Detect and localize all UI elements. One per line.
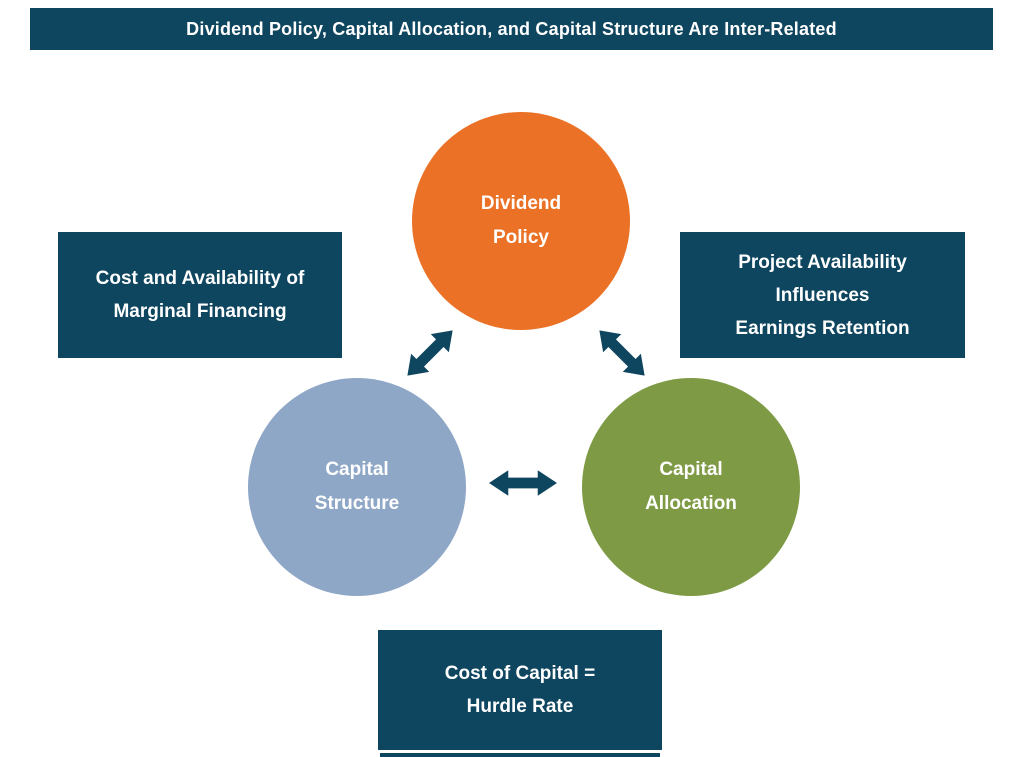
label-line: Allocation (645, 493, 737, 514)
box-line: Earnings Retention (735, 317, 910, 339)
dividend-structure-double-arrow-icon (396, 319, 464, 387)
diagram-title: Dividend Policy, Capital Allocation, and… (186, 18, 837, 39)
capital-allocation-circle: Capital Allocation (582, 378, 800, 596)
box-line: Cost of Capital = (444, 663, 596, 684)
box-line: Marginal Financing (113, 301, 287, 322)
dividend-policy-circle: Dividend Policy (412, 112, 630, 330)
box-line: Hurdle Rate (466, 696, 574, 717)
label-line: Capital (659, 459, 723, 480)
label-line: Structure (314, 493, 400, 514)
marginal-financing-box: Cost and Availability of Marginal Financ… (58, 232, 342, 358)
label-line: Capital (325, 459, 389, 480)
capital-allocation-label: Capital Allocation (645, 453, 737, 521)
structure-allocation-double-arrow-icon (489, 467, 557, 499)
dividend-allocation-double-arrow-icon (588, 319, 656, 387)
title-bar: Dividend Policy, Capital Allocation, and… (30, 8, 993, 50)
project-availability-box: Project Availability Influences Earnings… (680, 232, 965, 358)
dividend-policy-label: Dividend Policy (481, 187, 561, 255)
label-line: Dividend (480, 193, 562, 214)
capital-structure-circle: Capital Structure (248, 378, 466, 596)
partial-bottom-bar (380, 753, 660, 757)
box-line: Influences (775, 284, 870, 306)
capital-structure-label: Capital Structure (315, 453, 399, 521)
cost-of-capital-box: Cost of Capital = Hurdle Rate (378, 630, 662, 750)
box-line: Project Availability (738, 251, 907, 273)
box-line: Cost and Availability of (95, 268, 305, 289)
label-line: Policy (493, 227, 549, 248)
